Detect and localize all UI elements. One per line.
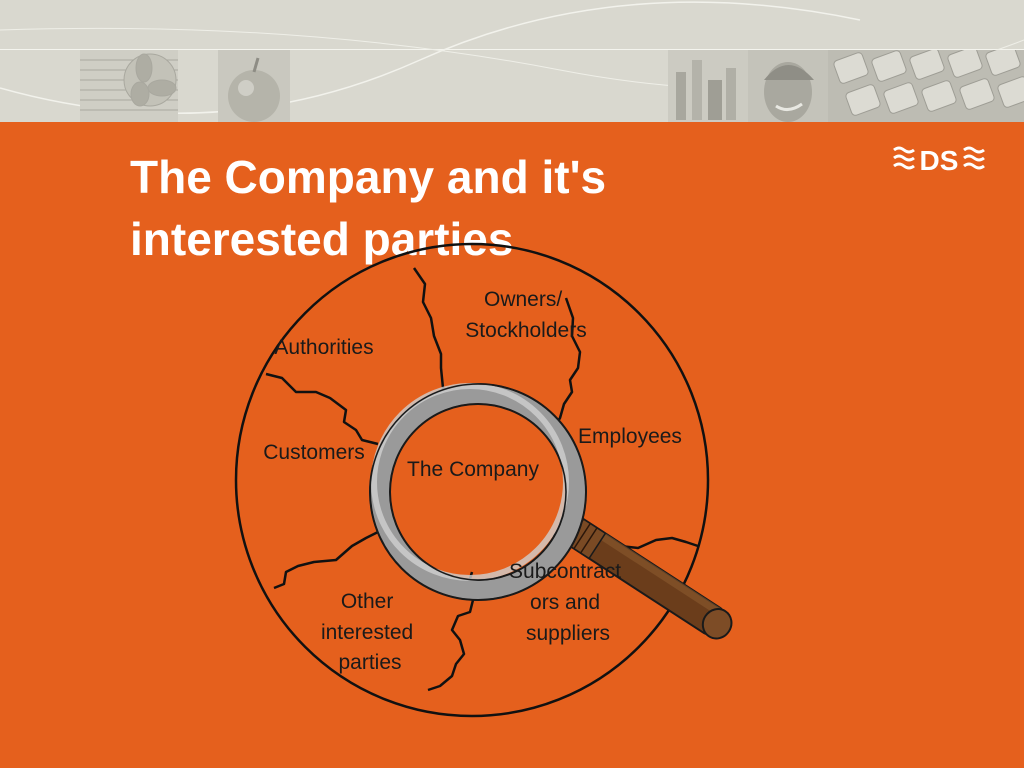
label-authorities: Authorities xyxy=(274,336,373,359)
slide-title-line-2: interested parties xyxy=(130,213,514,265)
outer-circle xyxy=(234,242,710,718)
slide-title: The Company and it's interested parties xyxy=(130,146,750,270)
label-subcontractors-suppliers: Subcontract ors and suppliers xyxy=(509,560,627,645)
header-band xyxy=(0,0,1024,122)
keyboard-photo-thumbnail xyxy=(828,50,1024,122)
label-the-company: The Company xyxy=(407,458,539,481)
bottles-photo-thumbnail xyxy=(668,50,748,122)
slide-title-line-1: The Company and it's xyxy=(130,151,607,203)
divider-customers-other xyxy=(273,528,383,590)
label-employees: Employees xyxy=(578,425,682,448)
company-logo: DS xyxy=(893,145,985,176)
label-customers: Customers xyxy=(263,441,365,464)
header-divider-line xyxy=(0,49,1024,50)
magnifying-glass-icon xyxy=(369,383,733,640)
label-owners-stockholders: Owners/ Stockholders xyxy=(465,288,586,342)
divider-owners-authorities xyxy=(412,267,451,397)
fan-photo-thumbnail xyxy=(80,50,178,122)
apple-photo-thumbnail xyxy=(218,50,290,122)
person-photo-thumbnail xyxy=(748,50,828,122)
logo-text: DS xyxy=(920,145,959,176)
wave-lines-icon xyxy=(893,146,985,170)
divider-authorities-customers xyxy=(265,372,379,446)
divider-owners-employees xyxy=(552,297,582,429)
label-other-interested-parties: Other interested parties xyxy=(321,590,419,674)
